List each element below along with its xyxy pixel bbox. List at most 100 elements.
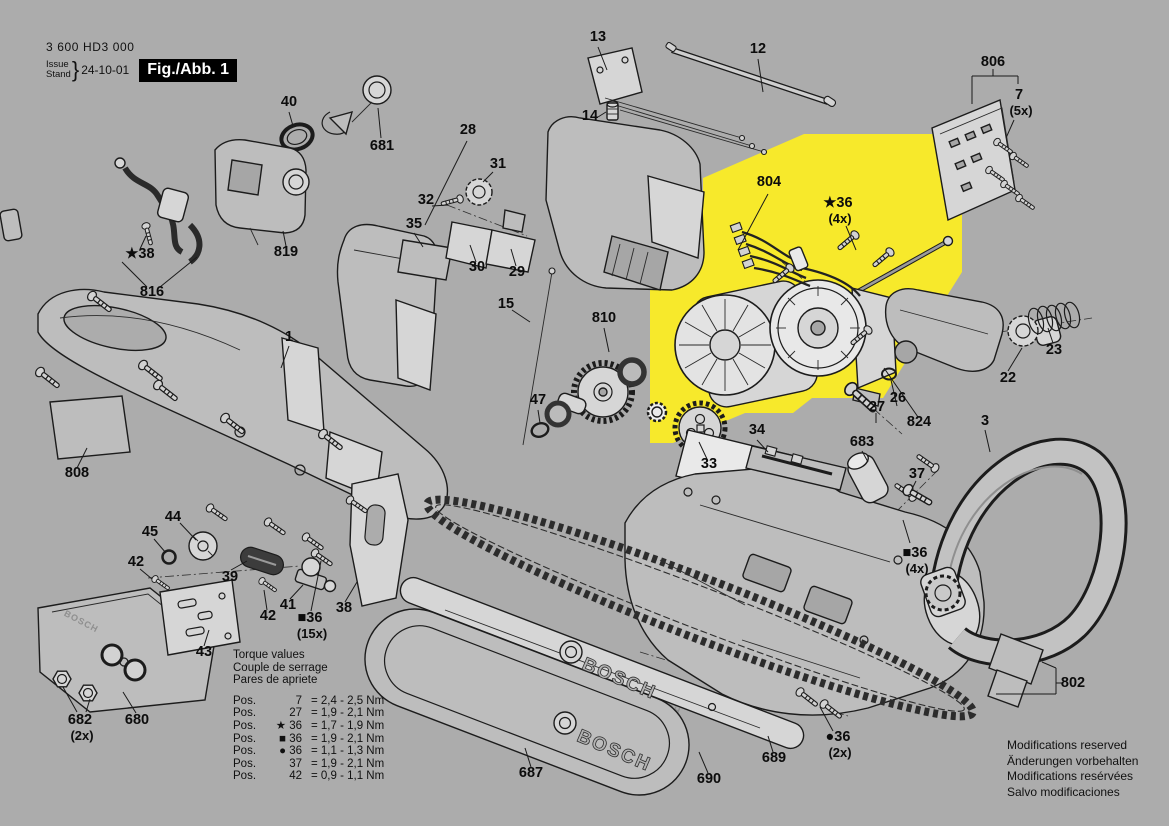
part-label-14: 14 bbox=[582, 108, 598, 124]
saw-chain-689 bbox=[423, 495, 977, 721]
part-label-37: 37 bbox=[909, 466, 925, 482]
part-label-42: 42 bbox=[260, 608, 276, 624]
torque-row: Pos.■ 36= 1,9 - 2,1 Nm bbox=[233, 732, 385, 745]
grommet-44 bbox=[188, 531, 218, 561]
part-label-819: 819 bbox=[274, 244, 298, 260]
part-label-23: 23 bbox=[1046, 342, 1062, 358]
oil-cap-681 bbox=[321, 75, 392, 136]
damper-pad-39 bbox=[239, 546, 285, 576]
part-label-810: 810 bbox=[592, 310, 616, 326]
part-label-690: 690 bbox=[697, 771, 721, 787]
gearbox-fan bbox=[674, 294, 776, 396]
nuts-682 bbox=[52, 670, 98, 702]
part-label-29: 29 bbox=[509, 264, 525, 280]
torque-title-line: Pares de apriete bbox=[233, 674, 318, 687]
part-label-32: 32 bbox=[418, 192, 434, 208]
part-label-682: 682 bbox=[68, 712, 92, 728]
footer-note-line: Salvo modificaciones bbox=[1007, 784, 1120, 799]
stickers-802 bbox=[987, 633, 1044, 708]
part-label-681: 681 bbox=[370, 138, 394, 154]
part-label-40: 40 bbox=[281, 94, 297, 110]
bracket-plate-38 bbox=[349, 473, 409, 607]
spring-23 bbox=[1027, 301, 1081, 335]
handle-824 bbox=[881, 288, 1004, 381]
part-label-683: 683 bbox=[850, 434, 874, 450]
part-label-qty: (15x) bbox=[297, 626, 327, 641]
part-label-38: 38 bbox=[336, 600, 352, 616]
footer-note-line: Modifications reserved bbox=[1007, 738, 1128, 752]
model-number: 3 600 HD3 000 bbox=[46, 40, 135, 54]
part-label-38: ★38 bbox=[125, 246, 154, 262]
part-label-7: 7 bbox=[1015, 87, 1023, 103]
part-label-qty: (4x) bbox=[828, 211, 851, 226]
part-label-802: 802 bbox=[1061, 675, 1085, 691]
part-label-15: 15 bbox=[498, 296, 514, 312]
part-label-36: ★36 bbox=[823, 195, 852, 211]
part-label-680: 680 bbox=[125, 712, 149, 728]
pinion-gear bbox=[646, 401, 668, 423]
brace-glyph: } bbox=[71, 57, 80, 82]
part-label-804: 804 bbox=[757, 174, 781, 190]
sticker-808 bbox=[49, 395, 131, 460]
part-label-3: 3 bbox=[981, 413, 989, 429]
knob-22 bbox=[1007, 315, 1062, 347]
part-label-31: 31 bbox=[490, 156, 506, 172]
part-label-39: 39 bbox=[222, 569, 238, 585]
gear-set-810 bbox=[530, 357, 647, 438]
ring-45 bbox=[161, 549, 177, 565]
part-label-qty: (5x) bbox=[1009, 103, 1032, 118]
part-label-34: 34 bbox=[749, 422, 765, 438]
part-label-36: ■36 bbox=[903, 545, 928, 561]
part-label-13: 13 bbox=[590, 29, 606, 45]
leader-lines bbox=[62, 46, 1063, 774]
figure-badge: Fig./Abb. 1 bbox=[139, 58, 238, 82]
knob-31 bbox=[465, 178, 493, 206]
oil-hose-816 bbox=[0, 157, 203, 265]
part-label-36: ■36 bbox=[298, 610, 323, 626]
issue-stand-labels: Issue Stand bbox=[46, 59, 71, 80]
torque-row: Pos.★ 36= 1,7 - 1,9 Nm bbox=[233, 719, 385, 732]
torque-row: Pos.37= 1,9 - 2,1 Nm bbox=[233, 757, 385, 770]
pcb-module-806 bbox=[931, 99, 1016, 222]
tensioner-41 bbox=[294, 557, 337, 593]
bosch-roundel-icon bbox=[559, 640, 583, 664]
part-label-qty: (2x) bbox=[70, 728, 93, 743]
part-label-41: 41 bbox=[280, 597, 296, 613]
part-label-22: 22 bbox=[1000, 370, 1016, 386]
damper-cylinder-683 bbox=[847, 452, 889, 504]
spacer-14 bbox=[606, 100, 619, 121]
part-label-26: 26 bbox=[890, 390, 906, 406]
mount-bracket-13 bbox=[587, 47, 768, 156]
part-label-687: 687 bbox=[519, 765, 543, 781]
plate-35 bbox=[397, 239, 453, 281]
part-label-12: 12 bbox=[750, 41, 766, 57]
oil-tank-housing bbox=[545, 116, 705, 291]
plate-30 bbox=[445, 221, 493, 269]
part-label-35: 35 bbox=[406, 216, 422, 232]
part-label-28: 28 bbox=[460, 122, 476, 138]
motor-assembly-804 bbox=[674, 221, 954, 408]
part-label-806: 806 bbox=[981, 54, 1005, 70]
part-label-30: 30 bbox=[469, 259, 485, 275]
torque-title-line: Torque values bbox=[233, 649, 305, 661]
bracket-29 bbox=[485, 209, 536, 273]
torque-row: Pos.● 36= 1,1 - 1,3 Nm bbox=[233, 745, 385, 758]
part-label-44: 44 bbox=[165, 509, 181, 525]
part-label-36: ●36 bbox=[826, 729, 851, 745]
part-label-824: 824 bbox=[907, 414, 931, 430]
torque-row: Pos.42= 0,9 - 1,1 Nm bbox=[233, 770, 385, 783]
torque-row: Pos.27= 1,9 - 2,1 Nm bbox=[233, 707, 385, 720]
part-label-42: 42 bbox=[128, 554, 144, 570]
part-label-808: 808 bbox=[65, 465, 89, 481]
bar-sheath-687: BOSCH BOSCH bbox=[364, 608, 690, 796]
bar-plate-43 bbox=[159, 579, 241, 656]
drawing-header: 3 600 HD3 000 Issue Stand } 24-10-01 Fig… bbox=[46, 40, 238, 83]
wiring-harness bbox=[729, 221, 861, 297]
torque-row: Pos.7= 2,4 - 2,5 Nm bbox=[233, 694, 385, 707]
part-label-27: 27 bbox=[869, 399, 885, 415]
footer-note-line: Modifications resérvées bbox=[1007, 769, 1134, 783]
bosch-roundel-icon bbox=[553, 711, 577, 735]
